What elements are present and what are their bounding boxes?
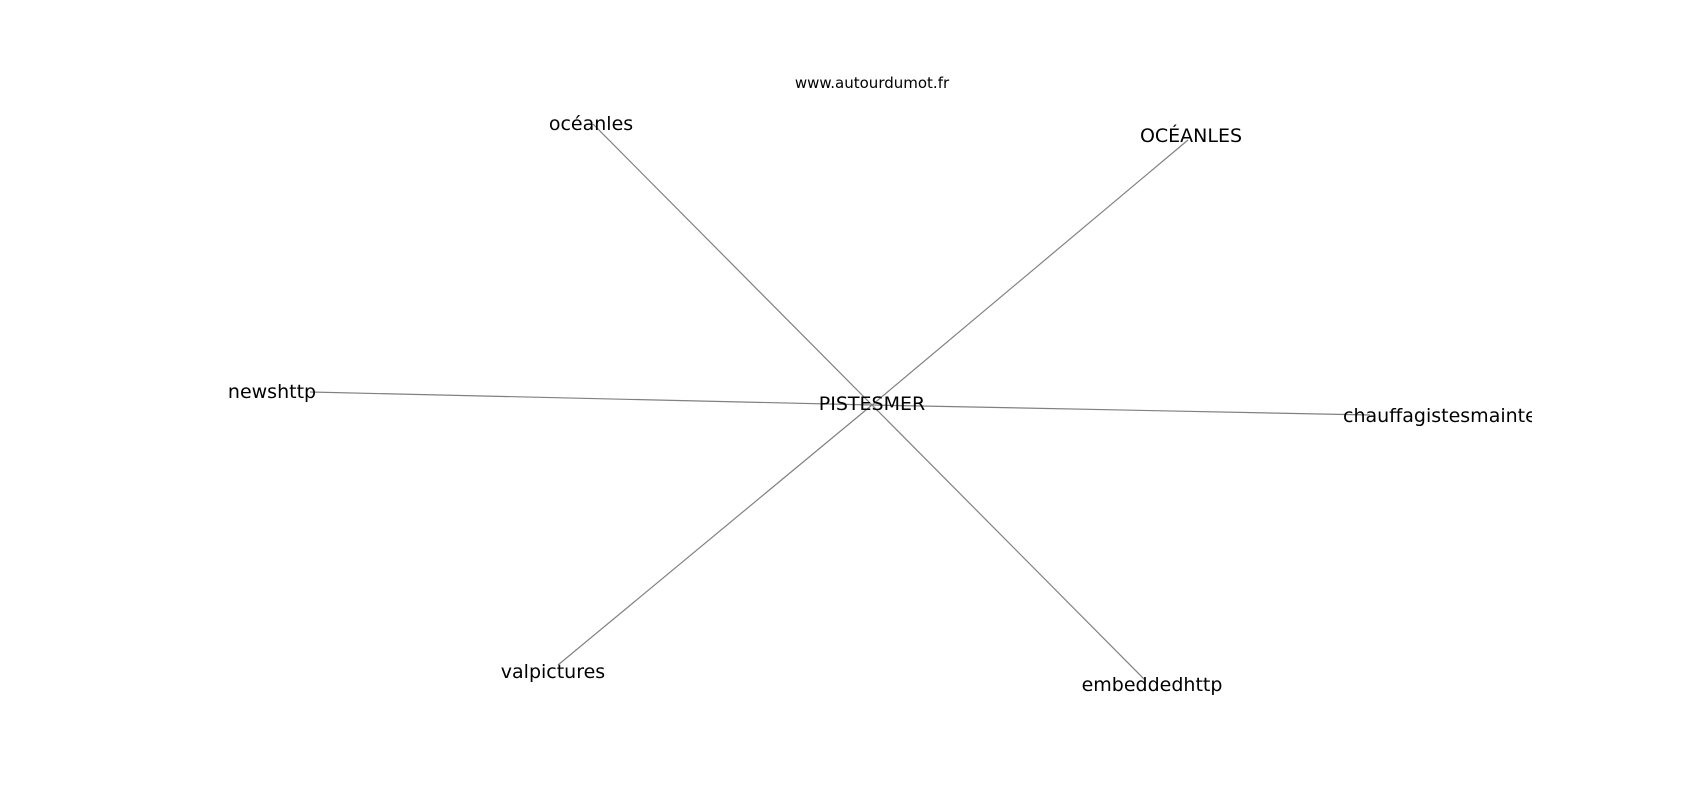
node-label-chauffagistes: chauffagistesmaintenance bbox=[1343, 405, 1595, 427]
node-center-label: PISTESMER bbox=[819, 393, 925, 415]
graph-edges bbox=[309, 123, 1371, 681]
edge-chauffagistes bbox=[871, 404, 1371, 416]
graph-node-labels: PISTESMER océanles OCÉANLES newshttp cha… bbox=[228, 113, 1595, 696]
node-label-oceanles-upper: OCÉANLES bbox=[1140, 124, 1242, 147]
node-label-valpictures: valpictures bbox=[501, 661, 605, 683]
node-label-oceanles-lower: océanles bbox=[549, 113, 633, 135]
node-label-embeddedhttp: embeddedhttp bbox=[1082, 674, 1223, 696]
node-label-newshttp: newshttp bbox=[228, 381, 316, 403]
graph-plot-area: PISTESMER océanles OCÉANLES newshttp cha… bbox=[228, 113, 1595, 696]
site-url-label: www.autourdumot.fr bbox=[795, 74, 950, 92]
edge-embeddedhttp bbox=[871, 404, 1146, 681]
edge-valpictures bbox=[557, 404, 873, 666]
edge-newshttp bbox=[309, 391, 873, 406]
edge-oceanles-lower bbox=[592, 123, 873, 406]
edge-oceanles-upper bbox=[871, 139, 1189, 406]
